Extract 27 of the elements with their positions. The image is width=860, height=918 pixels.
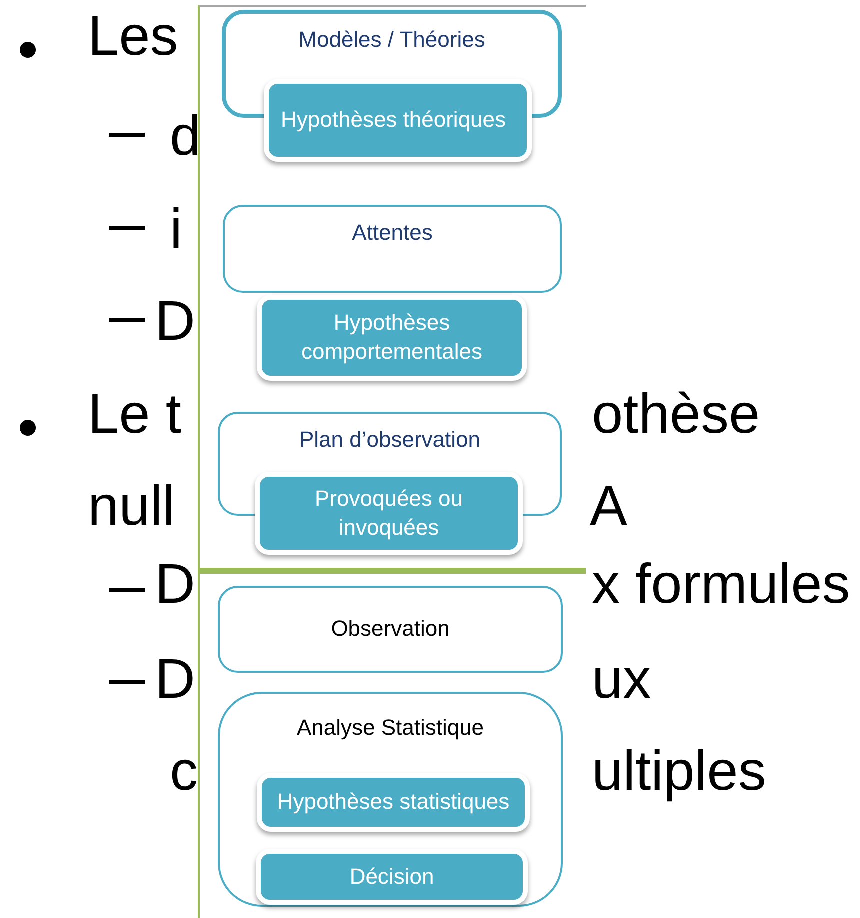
box-text: Hypothèses comportementales	[300, 309, 484, 366]
slide-text: D	[155, 288, 196, 354]
slide-text: i	[170, 196, 182, 262]
slide-text: Le t	[88, 381, 182, 447]
box-text: Hypothèses statistiques	[277, 788, 510, 816]
outlined-box	[218, 692, 563, 907]
slide-text: ux	[592, 646, 652, 712]
box-text: Observation	[331, 615, 450, 644]
box-text: Hypothèses théoriques	[281, 106, 506, 134]
outlined-box	[223, 205, 562, 293]
box-text: Attentes	[352, 219, 433, 247]
slide-text: Les	[88, 3, 178, 69]
slide-text: null	[88, 473, 176, 539]
slide-text: A	[590, 473, 628, 539]
slide-text: othèse	[592, 381, 760, 447]
outlined-box	[218, 586, 563, 673]
box-text: Décision	[350, 862, 434, 891]
slide-text: D	[155, 551, 196, 617]
box-text: Provoquées ou invoquées	[314, 484, 464, 542]
box-text: Plan d’observation	[299, 426, 480, 454]
slide-text: D	[155, 646, 196, 712]
slide-text: c	[170, 738, 198, 804]
slide-text: x formules	[592, 551, 850, 617]
slide-text: d	[170, 103, 202, 169]
slide-text: ultiples	[592, 738, 766, 804]
box-text: Modèles / Théories	[298, 26, 486, 54]
box-text: Analyse Statistique	[296, 714, 484, 742]
